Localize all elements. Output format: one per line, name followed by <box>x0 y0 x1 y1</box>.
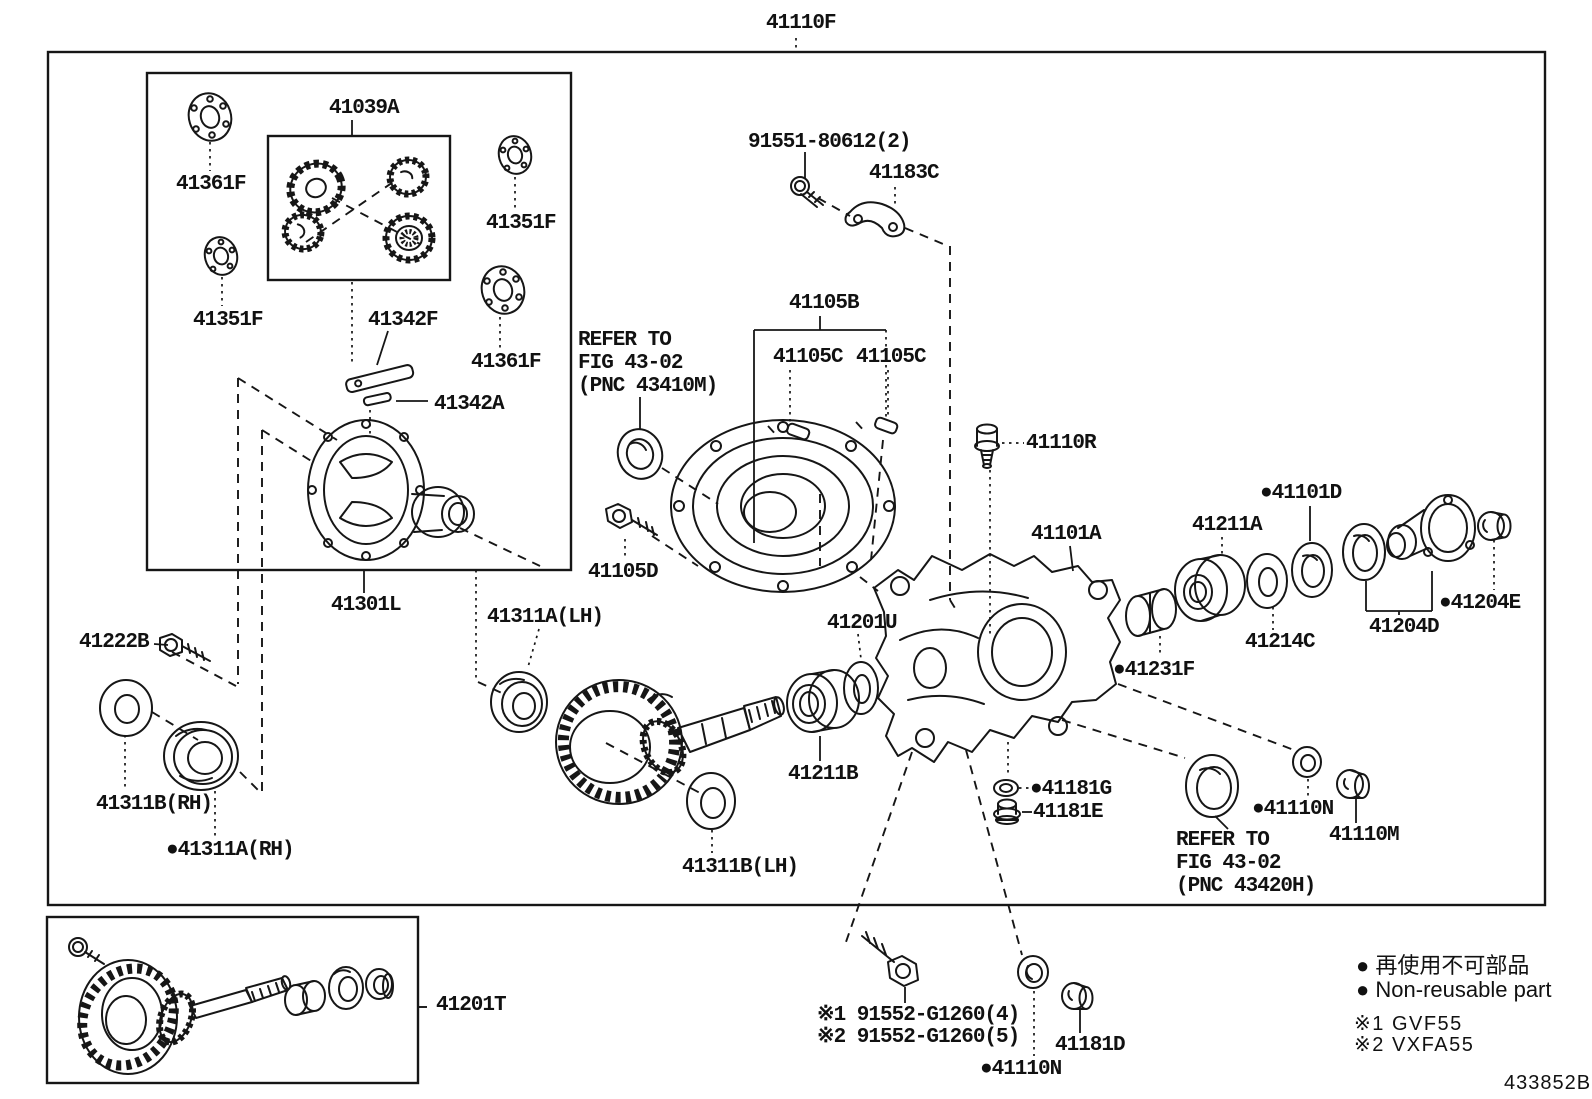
part-label-41201U: 41201U <box>827 612 898 635</box>
bearing-41211A-drawing <box>1174 554 1246 622</box>
bolt-41105D-drawing <box>605 503 658 536</box>
reference-note-43420H: REFER TO FIG 43-02 (PNC 43420H) <box>1176 829 1316 898</box>
bolt-41222B-drawing <box>159 633 211 662</box>
part-label-41361F-1: 41361F <box>176 173 247 196</box>
part-label-41101D: ●41101D <box>1260 482 1342 505</box>
part-label-41105C-2: 41105C <box>856 346 927 369</box>
washer-41361F-left-icon <box>187 92 233 142</box>
part-label-41342F: 41342F <box>368 309 439 332</box>
washer-41201U-drawing <box>843 661 879 715</box>
leader-lines <box>124 38 1495 1056</box>
pinion-gear-icon <box>281 211 325 253</box>
part-label-41211A: 41211A <box>1192 514 1263 537</box>
figure-code: 433852B <box>1504 1072 1592 1094</box>
pinion-gear-icon <box>386 156 430 198</box>
part-label-41311A-RH: ●41311A(RH) <box>166 839 295 862</box>
part-label-41351F-1: 41351F <box>486 212 557 235</box>
part-label-91551: 91551-80612(2) <box>748 131 911 154</box>
legend-variant-1: ※1 GVF55 <box>1354 1013 1463 1035</box>
part-label-41311B-LH: 41311B(LH) <box>682 856 799 879</box>
part-label-41110N-2: ●41110N <box>980 1058 1062 1081</box>
legend-nonreusable-jp: ● 再使用不可部品 <box>1356 953 1530 978</box>
plug-41204E-drawing <box>1477 511 1512 541</box>
bearing-41211B-drawing <box>786 669 860 733</box>
part-label-41181G: ●41181G <box>1030 778 1112 801</box>
plug-41181D-drawing <box>1061 982 1094 1010</box>
part-label-41231F: ●41231F <box>1113 659 1195 682</box>
part-label-41311A-LH: 41311A(LH) <box>487 606 604 629</box>
washer-41351F-left-icon <box>203 236 239 276</box>
part-label-41201T: 41201T <box>436 994 507 1017</box>
bearing-41311A-LH-drawing <box>490 671 548 733</box>
washer-41214C-drawing <box>1246 553 1288 609</box>
bearing-41311A-RH-drawing <box>163 721 239 791</box>
gear-set-41201T-drawing <box>68 937 394 1075</box>
diagram-boxes <box>45 50 1547 1085</box>
splined-side-gear-icon <box>382 212 436 264</box>
diff-case-subassembly-box <box>145 71 573 572</box>
part-label-41105B: 41105B <box>789 292 860 315</box>
part-label-41204D: 41204D <box>1369 616 1440 639</box>
bolt-91551-drawing <box>790 176 824 208</box>
part-label-41222B: 41222B <box>79 631 150 654</box>
part-label-41214C: 41214C <box>1245 631 1316 654</box>
spider-gear-kit-box <box>266 134 452 282</box>
washer-41110N-right-drawing <box>1292 746 1322 778</box>
gear-set-box <box>45 915 420 1085</box>
plug-41181E-drawing <box>993 798 1021 825</box>
main-diagram-box <box>46 50 1547 907</box>
part-label-41110N-1: ●41110N <box>1252 798 1334 821</box>
nut-41110N-bottom-drawing <box>1017 955 1049 989</box>
washer-41361F-bottom-icon <box>480 265 526 315</box>
part-label-41351F-2: 41351F <box>193 309 264 332</box>
washer-41311B-RH-drawing <box>99 679 153 737</box>
collar-41231F-drawing <box>1125 588 1177 637</box>
legend-nonreusable-en: ● Non-reusable part <box>1356 977 1552 1002</box>
legend-variant-2: ※2 VXFA55 <box>1354 1034 1475 1056</box>
part-label-41110M: 41110M <box>1329 824 1400 847</box>
part-label-41181E: 41181E <box>1033 801 1104 824</box>
seal-41101D-drawing <box>1291 542 1333 598</box>
washer-41351F-right-icon <box>497 135 533 175</box>
part-label-41342A: 41342A <box>434 393 505 416</box>
part-label-41211B: 41211B <box>788 763 859 786</box>
part-label-91552-2: ※2 91552-G1260(5) <box>817 1026 1020 1049</box>
thrust-washers-drawing <box>187 92 533 315</box>
part-label-41204E: ●41204E <box>1439 592 1521 615</box>
bolt-91552-drawing <box>861 931 919 987</box>
part-label-91552-1: ※1 91552-G1260(4) <box>817 1004 1020 1027</box>
side-gear-icon <box>286 159 346 217</box>
bearing-retainer-cover-drawing <box>670 416 899 593</box>
carrier-housing-drawing <box>873 553 1121 763</box>
part-label-41183C: 41183C <box>869 162 940 185</box>
differential-case-drawing <box>307 419 475 561</box>
reference-note-43410M: REFER TO FIG 43-02 (PNC 43410M) <box>578 329 718 398</box>
pinion-shaft-drawing <box>345 364 415 407</box>
part-label-41361F-2: 41361F <box>471 351 542 374</box>
part-label-41181D: 41181D <box>1055 1034 1126 1057</box>
washer-41181G-drawing <box>993 779 1019 797</box>
part-label-41110F: 41110F <box>766 12 837 35</box>
washer-41311B-LH-drawing <box>686 772 736 830</box>
oil-seal-43410M-drawing <box>616 428 664 480</box>
seal-41204D-drawing <box>1342 523 1386 581</box>
spider-gear-kit-drawing <box>281 156 436 264</box>
part-label-41311B-RH: 41311B(RH) <box>96 793 213 816</box>
ring-gear-pinion-drawing <box>555 679 785 805</box>
seal-43420H-drawing <box>1185 754 1239 818</box>
part-label-41105C-1: 41105C <box>773 346 844 369</box>
bracket-41183C-drawing <box>844 201 906 238</box>
plug-41110M-drawing <box>1336 769 1370 799</box>
part-label-41039A: 41039A <box>329 97 400 120</box>
part-label-41301L: 41301L <box>331 594 402 617</box>
breather-plug-41110R-drawing <box>974 423 1000 469</box>
part-label-41110R: 41110R <box>1026 432 1097 455</box>
companion-flange-41204D-drawing <box>1386 494 1476 562</box>
part-label-41105D: 41105D <box>588 561 659 584</box>
part-label-41101A: 41101A <box>1031 523 1102 546</box>
